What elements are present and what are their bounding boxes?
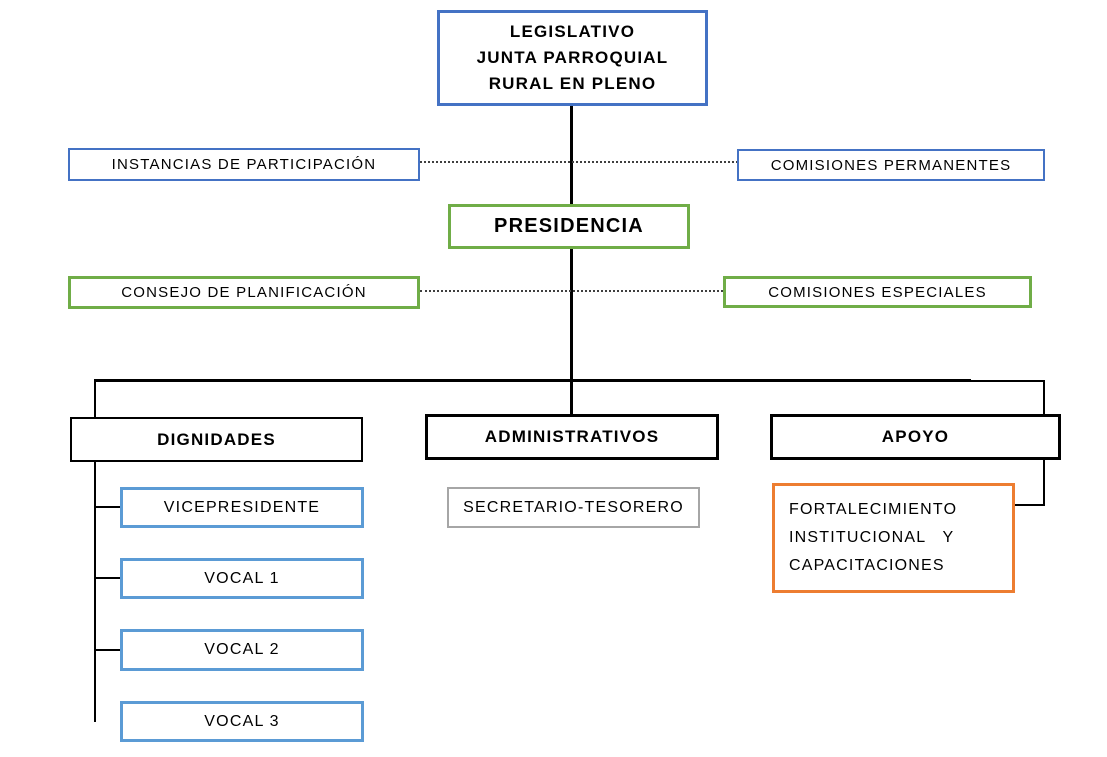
node-label-line: INSTITUCIONAL Y (789, 529, 955, 546)
node-label: VOCAL 2 (204, 641, 280, 658)
node-label: COMISIONES ESPECIALES (768, 283, 987, 301)
node-dignidades: DIGNIDADES (70, 417, 363, 462)
node-apoyo: APOYO (770, 414, 1061, 460)
node-label-line: JUNTA PARROQUIAL (476, 48, 669, 67)
node-vicepresidente: VICEPRESIDENTE (120, 487, 364, 528)
node-consejo-de-planificacion: CONSEJO DE PLANIFICACIÓN (68, 276, 420, 309)
node-vocal-3: VOCAL 3 (120, 701, 364, 742)
connector-stub-vocal2 (96, 649, 120, 651)
node-vocal-2: VOCAL 2 (120, 629, 364, 671)
node-label-line: FORTALECIMIENTO (789, 501, 958, 518)
node-label: SECRETARIO-TESORERO (463, 498, 684, 516)
node-label-line: RURAL EN PLENO (488, 74, 657, 93)
node-secretario-tesorero: SECRETARIO-TESORERO (447, 487, 700, 528)
node-label-line: LEGISLATIVO (509, 22, 636, 41)
connector-dotted-consejo-comisiones (420, 290, 723, 292)
connector-stub-vocal1 (96, 577, 120, 579)
node-label: COMISIONES PERMANENTES (770, 156, 1012, 174)
node-label-line: CAPACITACIONES (789, 557, 945, 574)
node-label: APOYO (881, 427, 950, 446)
node-comisiones-especiales: COMISIONES ESPECIALES (723, 276, 1032, 308)
connector-center-vertical (570, 105, 573, 415)
node-label: VICEPRESIDENTE (163, 498, 321, 516)
connector-horizontal-bar-extension (968, 380, 1045, 382)
node-comisiones-permanentes: COMISIONES PERMANENTES (737, 149, 1045, 181)
node-label: VOCAL 1 (204, 569, 280, 587)
connector-stub-fortalecimiento (1015, 504, 1045, 506)
node-label: DIGNIDADES (157, 429, 276, 449)
node-presidencia: PRESIDENCIA (448, 204, 690, 249)
node-administrativos: ADMINISTRATIVOS (425, 414, 719, 460)
connector-horizontal-bar (94, 379, 971, 382)
connector-dotted-instancias-comisiones (420, 161, 738, 163)
node-label: PRESIDENCIA (494, 215, 644, 237)
node-legislativo-junta-parroquial: LEGISLATIVO JUNTA PARROQUIAL RURAL EN PL… (437, 10, 708, 106)
node-label: CONSEJO DE PLANIFICACIÓN (121, 284, 367, 301)
connector-stub-vicepresidente (96, 506, 120, 508)
node-vocal-1: VOCAL 1 (120, 558, 364, 599)
node-instancias-de-participacion: INSTANCIAS DE PARTICIPACIÓN (68, 148, 420, 181)
node-label: VOCAL 3 (204, 712, 280, 730)
node-label: ADMINISTRATIVOS (484, 427, 660, 446)
node-label: INSTANCIAS DE PARTICIPACIÓN (111, 156, 377, 173)
connector-left-vertical (94, 380, 96, 722)
node-fortalecimiento-institucional: FORTALECIMIENTO INSTITUCIONAL Y CAPACITA… (772, 483, 1015, 593)
